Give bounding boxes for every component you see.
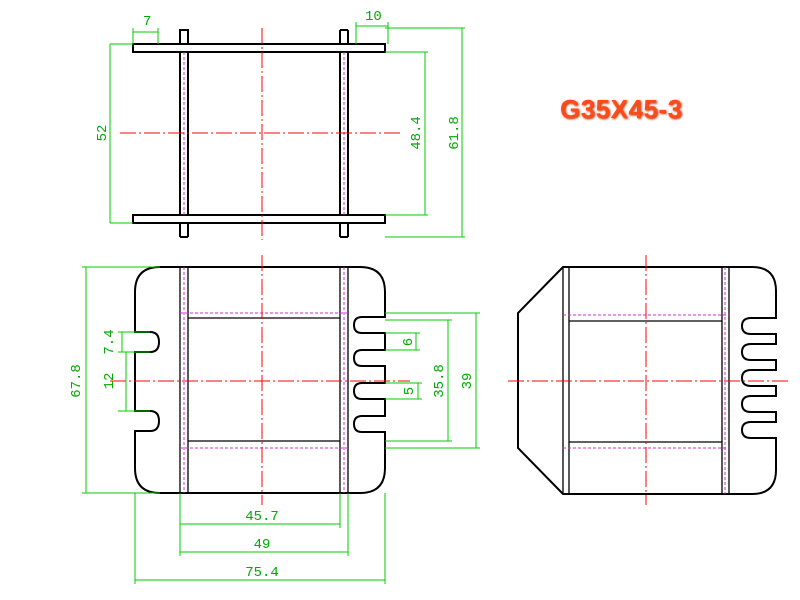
dim-label-6: 6 [401,338,417,346]
dim-label-49: 49 [254,537,271,553]
front-view-outline [134,266,386,494]
dim-label-7-4: 7.4 [102,329,118,354]
side-view [508,255,790,505]
dim-label-35-8: 35.8 [432,364,448,398]
dim-label-7: 7 [143,14,151,30]
dim-label-45-7: 45.7 [245,509,279,525]
front-view: 67.8 7.4 12 6 5 35.8 39 45.7 49 75.4 [69,255,480,584]
top-view-posts [179,29,349,238]
dim-label-75-4: 75.4 [245,565,279,581]
top-view-dim-lines [109,22,465,238]
dim-label-5: 5 [402,387,418,395]
dim-label-39: 39 [460,373,476,390]
dim-label-67-8: 67.8 [69,364,85,398]
top-view-center-lines [120,28,400,240]
dim-label-10: 10 [365,9,382,25]
dim-label-12: 12 [102,373,118,390]
dim-label-52: 52 [95,125,111,142]
dim-label-61-8: 61.8 [447,116,463,150]
dim-label-48-4: 48.4 [409,116,425,150]
top-view: 7 10 52 48.4 61.8 [95,9,465,240]
side-view-outline [517,266,777,495]
top-view-left-flange [179,29,189,45]
side-view-center-lines [508,255,790,505]
part-number-title: G35X45-3 [560,94,683,124]
front-view-hidden-lines [180,267,348,493]
front-view-inner-lines [179,267,349,493]
front-view-center-lines [110,255,410,505]
front-view-dim-lines [82,266,480,584]
